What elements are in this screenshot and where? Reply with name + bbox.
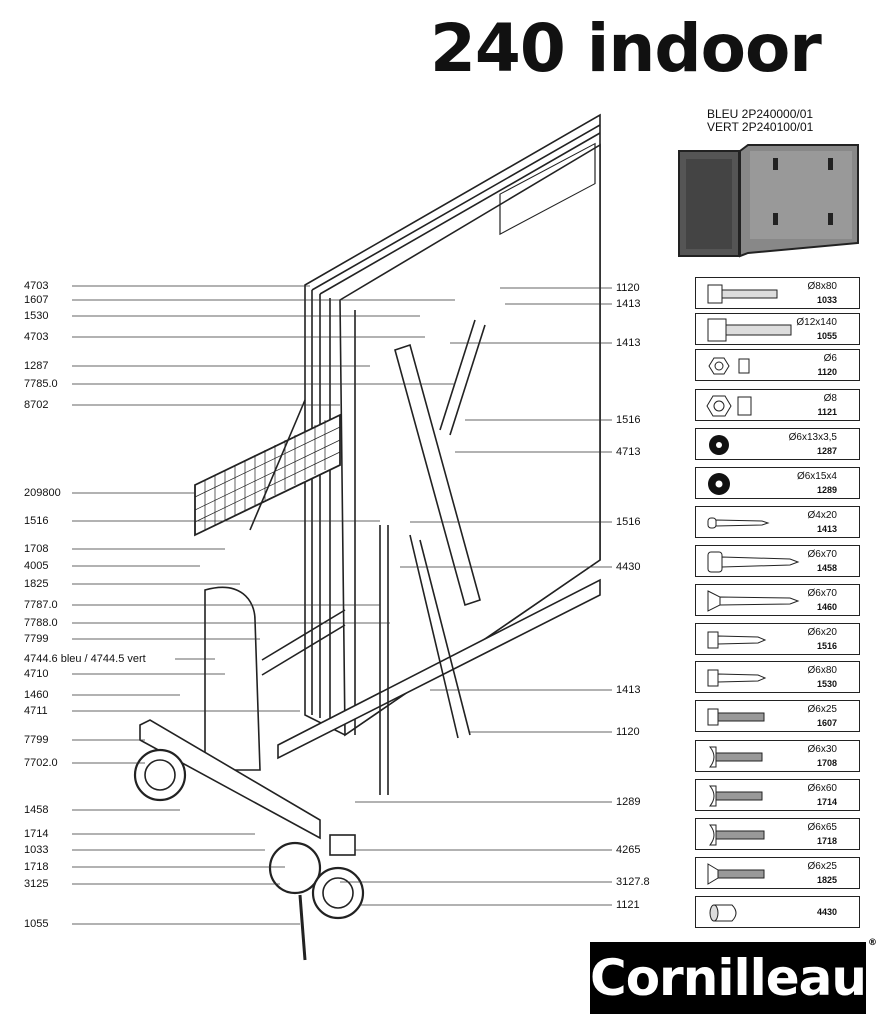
- table-color-swatch: [678, 144, 859, 258]
- part-label: 1033: [24, 844, 49, 856]
- washer-icon: [709, 435, 729, 455]
- net: [194, 413, 341, 537]
- part-label: 8702: [24, 399, 49, 411]
- part-label: 1413: [616, 684, 641, 696]
- part-label: 1120: [616, 726, 640, 738]
- part-label: 1825: [24, 578, 49, 590]
- cap-icon: [709, 904, 737, 922]
- part-label: 4430: [616, 561, 641, 573]
- part-label: 1516: [24, 515, 49, 527]
- washer-icon: [708, 473, 730, 495]
- part-label: 3125: [24, 878, 49, 890]
- wheel: [268, 841, 322, 895]
- part-label: 4713: [616, 446, 641, 458]
- part-label: 7702.0: [24, 757, 58, 769]
- bolt-icon: [707, 284, 778, 304]
- part-label: 1413: [616, 298, 641, 310]
- part-label: 1121: [616, 899, 640, 911]
- part-label: 1287: [24, 360, 49, 372]
- part-label: 7799: [24, 633, 49, 645]
- variant-blue: BLEU 2P240000/01: [707, 107, 814, 121]
- nut-icon: [708, 357, 750, 375]
- part-label: 7785.0: [24, 378, 58, 390]
- hex-screw-icon: [707, 669, 767, 687]
- screw-icon: [707, 517, 770, 529]
- bolt-icon: [707, 318, 792, 342]
- part-label: 4710: [24, 668, 49, 680]
- part-box: 4430: [695, 896, 860, 928]
- part-label: 4744.6 bleu / 4744.5 vert: [24, 653, 146, 665]
- part-label: 1714: [24, 828, 49, 840]
- brand-name: Cornilleau: [590, 949, 867, 1007]
- part-label: 7799: [24, 734, 49, 746]
- part-label: 1718: [24, 861, 49, 873]
- part-label: 1516: [616, 414, 641, 426]
- part-label: 7787.0: [24, 599, 58, 611]
- part-label: 4703: [24, 331, 49, 343]
- part-label: 1289: [616, 796, 641, 808]
- part-label: 4703: [24, 280, 49, 292]
- part-label: 4711: [24, 705, 48, 717]
- part-label: 1120: [616, 282, 640, 294]
- round-head-screw-icon: [708, 785, 763, 807]
- part-label: 7788.0: [24, 617, 58, 629]
- countersunk-screw-icon: [707, 863, 765, 885]
- part-label: 1607: [24, 294, 49, 306]
- part-label: 4265: [616, 844, 641, 856]
- registered-mark: ®: [868, 938, 877, 948]
- round-head-screw-icon: [708, 746, 763, 768]
- round-head-screw-icon: [708, 824, 765, 846]
- variant-green: VERT 2P240100/01: [707, 120, 814, 134]
- page-title: 240 indoor: [430, 10, 822, 87]
- nut-icon: [706, 395, 752, 417]
- countersunk-screw-icon: [707, 590, 800, 612]
- part-label: 1460: [24, 689, 49, 701]
- part-label: 1413: [616, 337, 641, 349]
- part-label: 1516: [616, 516, 641, 528]
- hex-screw-icon: [707, 631, 767, 649]
- color-variants: BLEU 2P240000/01 VERT 2P240100/01: [707, 108, 813, 134]
- wheel: [133, 748, 187, 802]
- brand-logo: Cornilleau ®: [590, 938, 877, 1014]
- screw-icon: [707, 551, 800, 573]
- foot-base: [139, 719, 321, 840]
- part-label: 3127.8: [616, 876, 650, 888]
- hex-screw-icon: [707, 708, 765, 726]
- part-label: 1530: [24, 310, 49, 322]
- part-label: 1458: [24, 804, 49, 816]
- part-label: 1708: [24, 543, 49, 555]
- part-label: 4005: [24, 560, 49, 572]
- part-label: 209800: [24, 487, 61, 499]
- wheel: [311, 866, 365, 920]
- part-label: 1055: [24, 918, 49, 930]
